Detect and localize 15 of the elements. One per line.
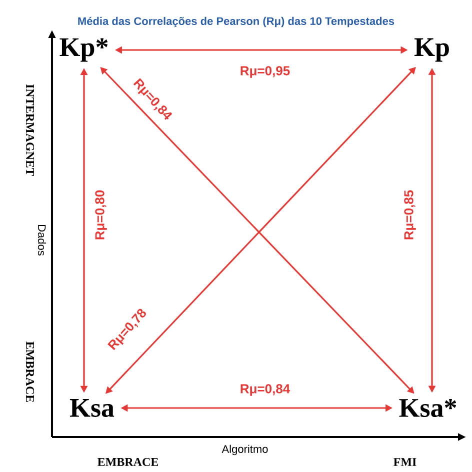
node-label: Kp*	[60, 38, 108, 62]
edge-label: Rμ=0,80	[94, 188, 108, 242]
node-label: Ksa	[70, 399, 114, 417]
edge-label: Rμ=0,85	[402, 188, 418, 242]
axis-label: INTERMAGNET	[26, 84, 34, 176]
axis-label: Algoritmo	[222, 444, 268, 456]
edge-label: Rμ=0,95	[238, 64, 292, 80]
axis-label: EMBRACE	[98, 458, 158, 466]
axis-label: Dados	[38, 225, 46, 256]
edge-label: Rμ=0,84	[238, 382, 292, 398]
title: Média das Correlações de Pearson (Rμ) das 10 Tempestades	[78, 16, 394, 28]
axis-label: FMI	[394, 458, 416, 466]
node-label: Ksa*	[399, 398, 456, 418]
axis-label: EMBRACE	[26, 342, 34, 402]
node-label: Kp	[414, 38, 449, 62]
